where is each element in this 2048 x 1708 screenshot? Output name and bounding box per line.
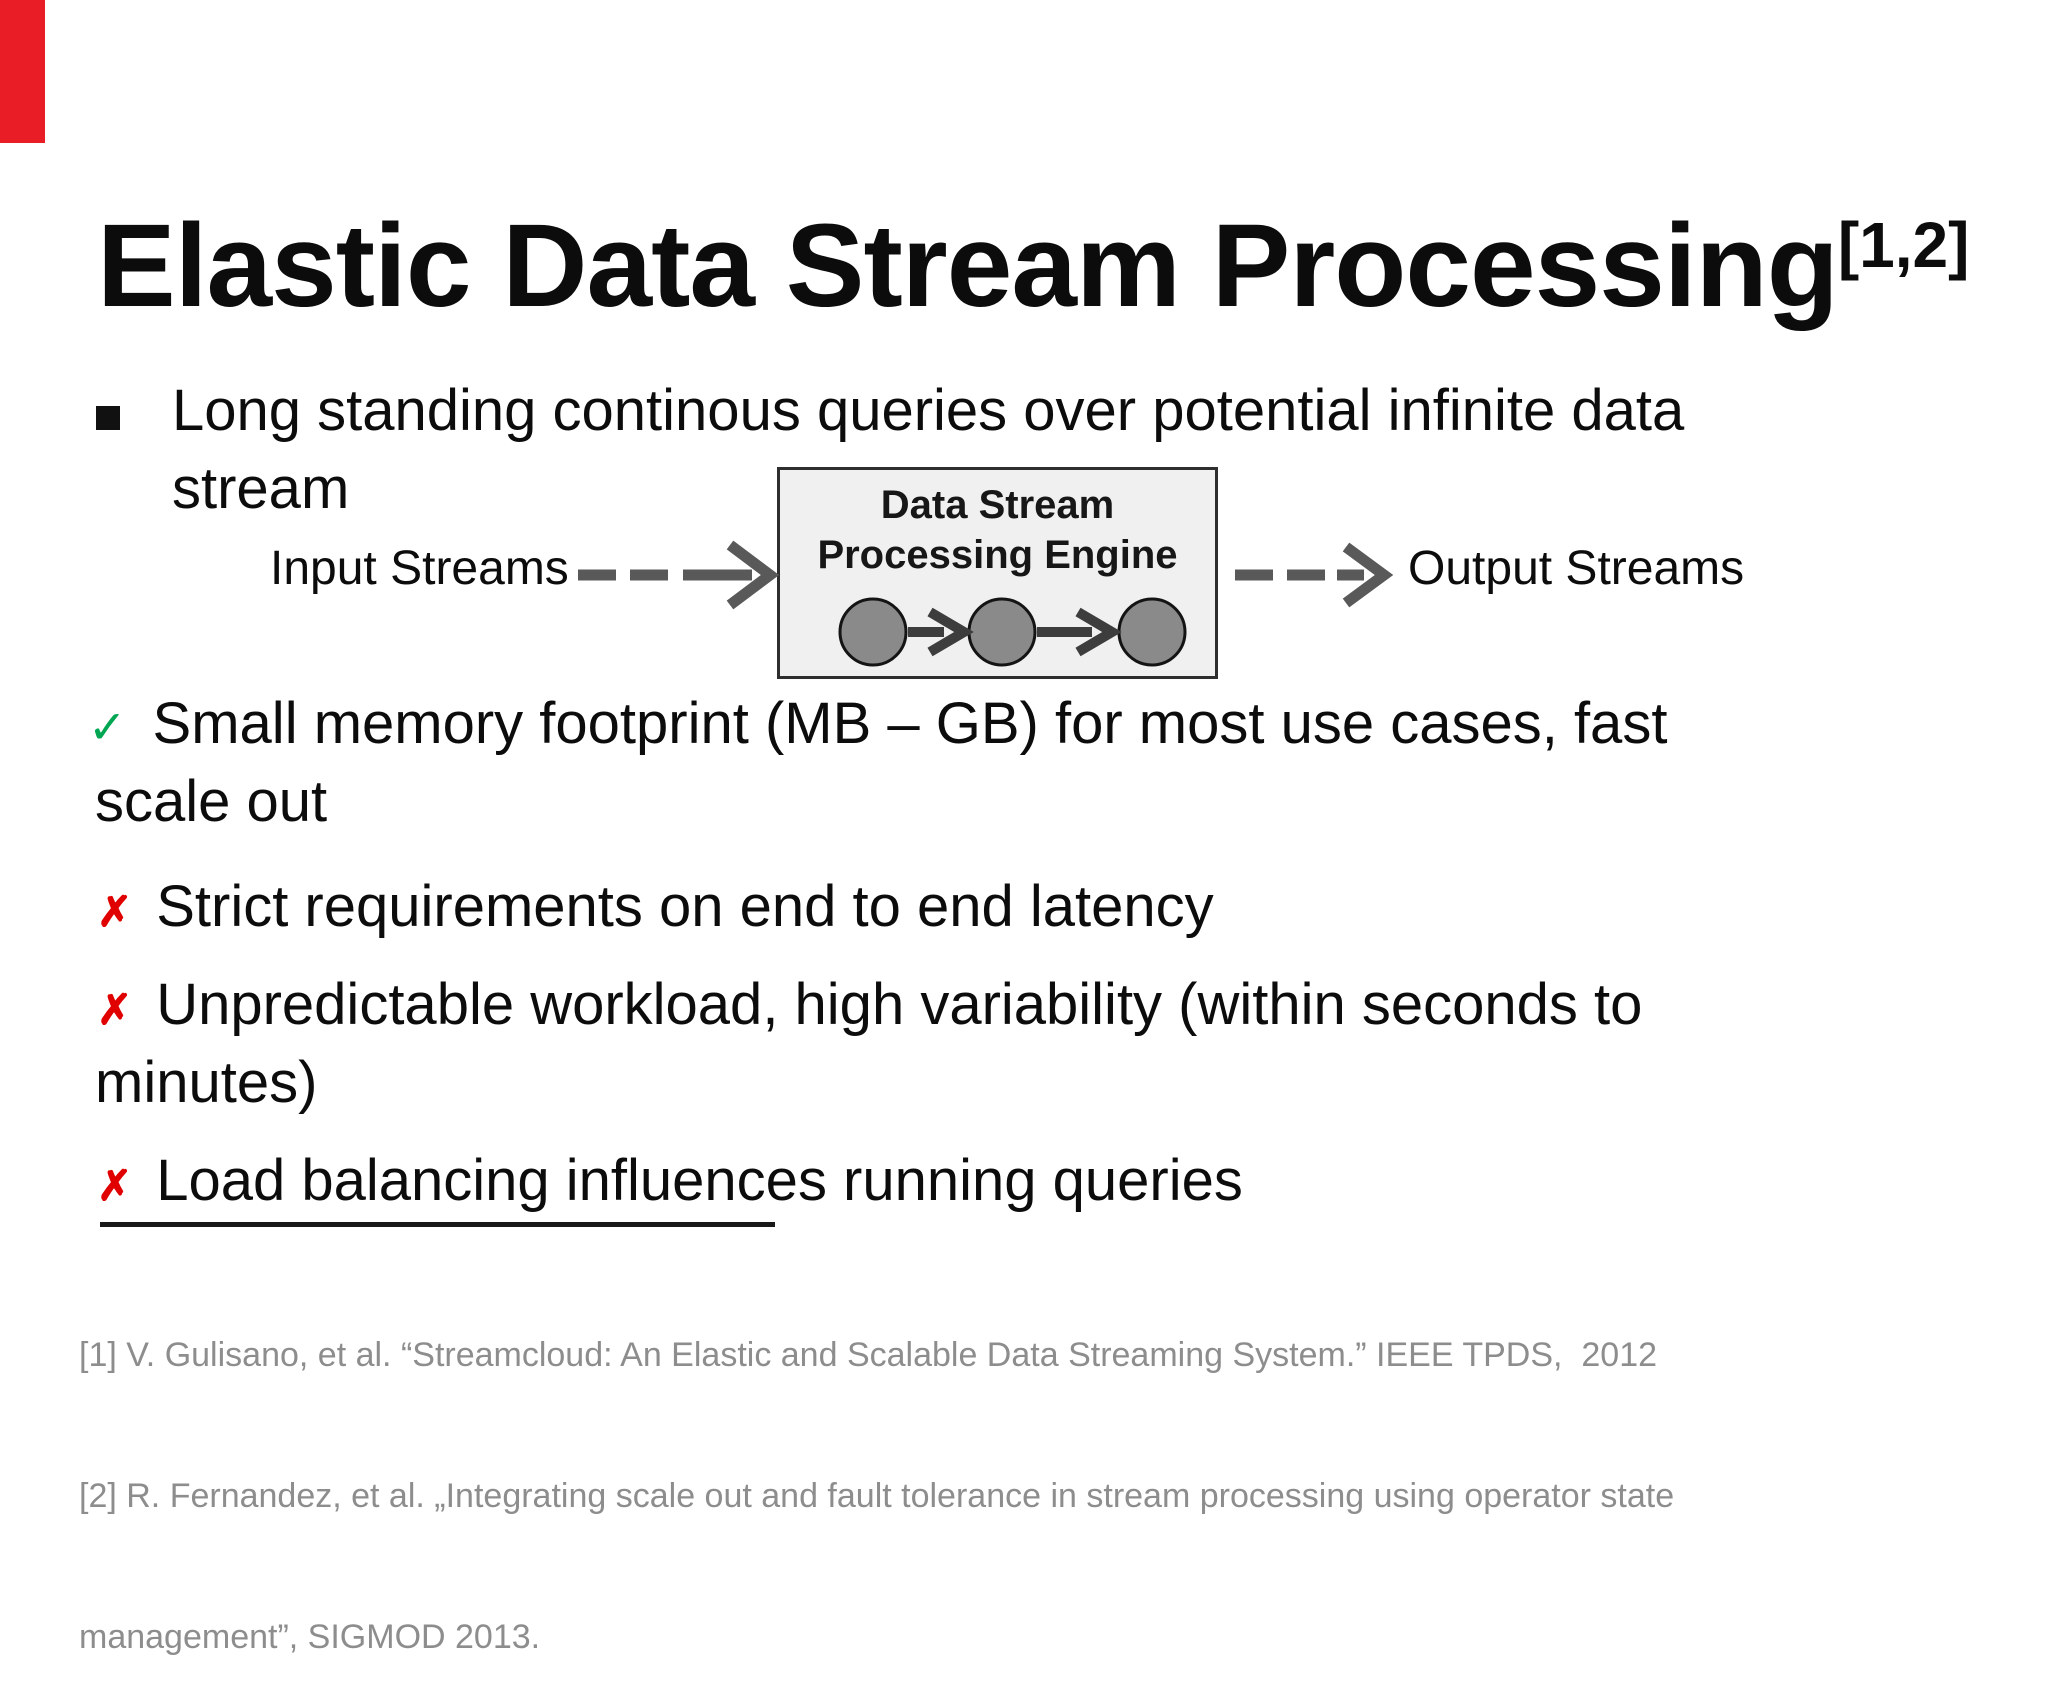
cross-icon: ✗ bbox=[97, 986, 133, 1033]
point-cross2-row: ✗ Unpredictable workload, high variabilit… bbox=[97, 966, 1642, 1049]
point-cross1-text: Strict requirements on end to end latenc… bbox=[156, 874, 1214, 939]
references-block: [1] V. Gulisano, et al. “Streamcloud: An… bbox=[79, 1238, 1674, 1708]
cross-icon: ✗ bbox=[97, 1162, 133, 1209]
annotation-underline bbox=[100, 1222, 775, 1227]
check-icon: ✓ bbox=[88, 701, 127, 753]
square-bullet-icon bbox=[96, 406, 120, 430]
point-cross3-text: Load balancing influences running querie… bbox=[156, 1148, 1243, 1213]
point-cross1-row: ✗ Strict requirements on end to end laten… bbox=[97, 868, 1214, 951]
bullet-line-2: stream bbox=[172, 456, 350, 521]
dashed-arrow-right-icon bbox=[1235, 542, 1394, 608]
input-streams-label: Input Streams bbox=[270, 542, 569, 595]
bullet-line-1: Long standing continous queries over pot… bbox=[172, 378, 1685, 443]
reference-1: [1] V. Gulisano, et al. “Streamcloud: An… bbox=[79, 1336, 1658, 1374]
cross-icon: ✗ bbox=[97, 888, 133, 935]
point-check-row: ✓ Small memory footprint (MB – GB) for mo… bbox=[88, 685, 1667, 766]
engine-box-title-line2: Processing Engine bbox=[817, 533, 1178, 577]
point-check-text-line2: scale out bbox=[95, 769, 328, 834]
red-accent-bar bbox=[0, 0, 45, 143]
engine-box-title: Data Stream Processing Engine bbox=[780, 480, 1215, 580]
engine-box-title-line1: Data Stream bbox=[880, 483, 1115, 527]
point-cross3-row: ✗ Load balancing influences running queri… bbox=[97, 1142, 1243, 1225]
page-title-text: Elastic Data Stream Processing bbox=[97, 200, 1839, 333]
reference-2-continued: management”, SIGMOD 2013. bbox=[79, 1618, 541, 1656]
page-title: Elastic Data Stream Processing[1,2] bbox=[97, 207, 1969, 325]
output-streams-label: Output Streams bbox=[1408, 542, 1745, 595]
point-cross2-text: Unpredictable workload, high variability… bbox=[156, 972, 1643, 1037]
point-cross2-text-line2: minutes) bbox=[95, 1050, 318, 1115]
reference-2: [2] R. Fernandez, et al. „Integrating sc… bbox=[79, 1477, 1675, 1515]
point-check-text: Small memory footprint (MB – GB) for mos… bbox=[152, 691, 1668, 756]
dashed-arrow-left-icon bbox=[578, 540, 780, 610]
processing-engine-box: Data Stream Processing Engine bbox=[777, 467, 1218, 679]
title-superscript-citation: [1,2] bbox=[1837, 209, 1970, 282]
